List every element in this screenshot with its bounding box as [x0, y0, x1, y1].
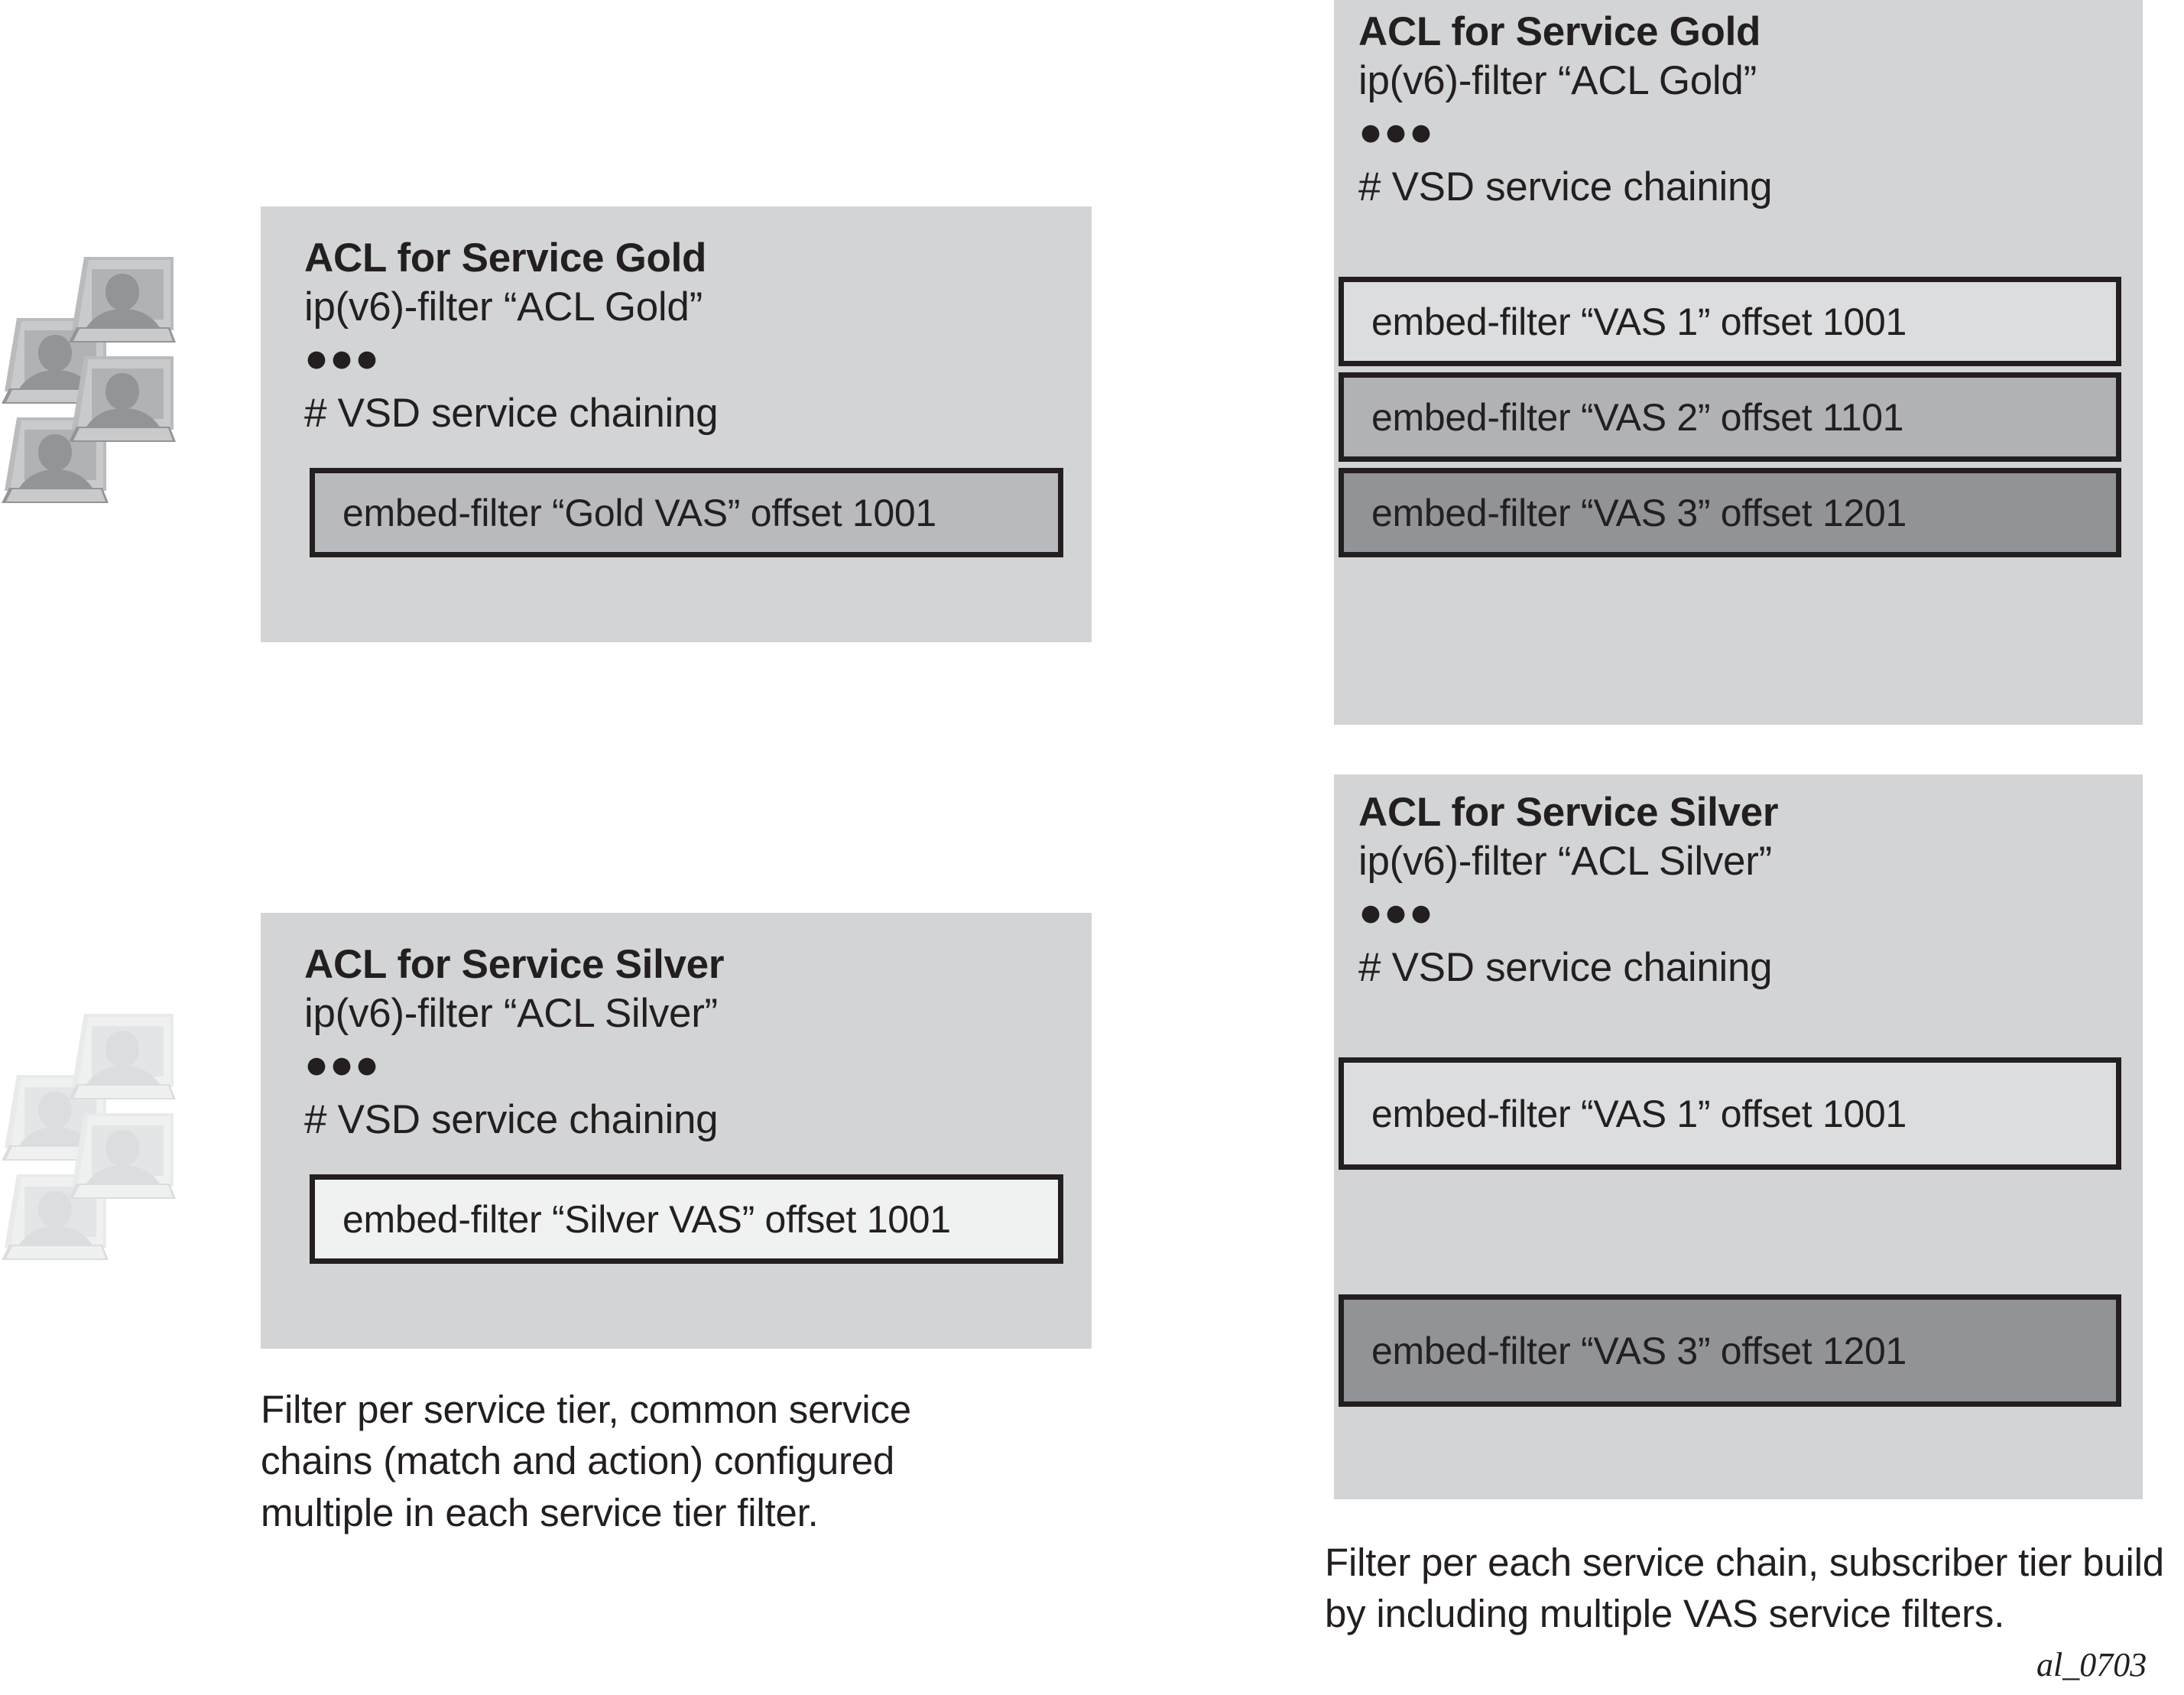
panel-comment: # VSD service chaining	[304, 1097, 719, 1142]
panel-comment: # VSD service chaining	[1358, 164, 1773, 209]
embed-filter-label: embed-filter “VAS 1” offset 1001	[1371, 300, 1907, 343]
embed-filter-label: embed-filter “VAS 3” offset 1201	[1371, 1329, 1907, 1372]
panel-comment: # VSD service chaining	[304, 391, 719, 436]
embed-filter-label: embed-filter “VAS 2” offset 1101	[1371, 395, 1904, 439]
panel-title: ACL for Service Gold	[1358, 9, 1761, 54]
panel-ellipsis: ●●●	[1358, 109, 1435, 154]
subscriber-laptop-icon	[0, 405, 111, 505]
left-silver-acl-panel: ACL for Service Silver ip(v6)-filter “AC…	[261, 913, 1092, 1349]
left-column-caption: Filter per service tier, common service …	[261, 1388, 911, 1534]
embed-filter-box[interactable]: embed-filter “VAS 3” offset 1201	[1339, 468, 2121, 557]
subscriber-laptop-icon	[67, 245, 178, 344]
subscriber-laptop-icon	[67, 1002, 178, 1101]
panel-ellipsis: ●●●	[304, 1042, 381, 1087]
subscriber-laptop-icon	[67, 344, 178, 443]
panel-filter-line: ip(v6)-filter “ACL Gold”	[1358, 58, 1757, 103]
embed-filter-box[interactable]: embed-filter “VAS 1” offset 1001	[1339, 1057, 2121, 1170]
embed-filter-box[interactable]: embed-filter “Gold VAS” offset 1001	[310, 468, 1063, 557]
panel-title: ACL for Service Silver	[304, 942, 725, 987]
panel-filter-line: ip(v6)-filter “ACL Gold”	[304, 284, 703, 330]
panel-title: ACL for Service Gold	[304, 235, 707, 281]
embed-filter-box[interactable]: embed-filter “VAS 2” offset 1101	[1339, 372, 2121, 462]
left-gold-acl-panel: ACL for Service Gold ip(v6)-filter “ACL …	[261, 206, 1092, 642]
embed-filter-label: embed-filter “VAS 3” offset 1201	[1371, 491, 1907, 534]
silver-subscribers-cluster	[0, 1014, 252, 1269]
embed-filter-box[interactable]: embed-filter “Silver VAS” offset 1001	[310, 1174, 1063, 1264]
embed-filter-label: embed-filter “Silver VAS” offset 1001	[342, 1197, 951, 1241]
gold-subscribers-cluster	[0, 257, 252, 512]
panel-ellipsis: ●●●	[1358, 890, 1435, 935]
embed-filter-box[interactable]: embed-filter “VAS 1” offset 1001	[1339, 277, 2121, 366]
embed-filter-label: embed-filter “VAS 1” offset 1001	[1371, 1092, 1907, 1135]
embed-filter-box[interactable]: embed-filter “VAS 3” offset 1201	[1339, 1294, 2121, 1407]
right-silver-acl-panel: ACL for Service Silver ip(v6)-filter “AC…	[1334, 774, 2143, 1499]
panel-comment: # VSD service chaining	[1358, 945, 1773, 990]
figure-id-label: al_0703	[2036, 1646, 2147, 1684]
panel-filter-line: ip(v6)-filter “ACL Silver”	[1358, 839, 1772, 884]
panel-title: ACL for Service Silver	[1358, 790, 1779, 835]
panel-ellipsis: ●●●	[304, 336, 381, 381]
panel-filter-line: ip(v6)-filter “ACL Silver”	[304, 991, 718, 1036]
right-gold-acl-panel: ACL for Service Gold ip(v6)-filter “ACL …	[1334, 0, 2143, 725]
subscriber-laptop-icon	[67, 1101, 178, 1200]
right-column-caption: Filter per each service chain, subscribe…	[1325, 1541, 2164, 1636]
embed-filter-label: embed-filter “Gold VAS” offset 1001	[342, 491, 936, 534]
